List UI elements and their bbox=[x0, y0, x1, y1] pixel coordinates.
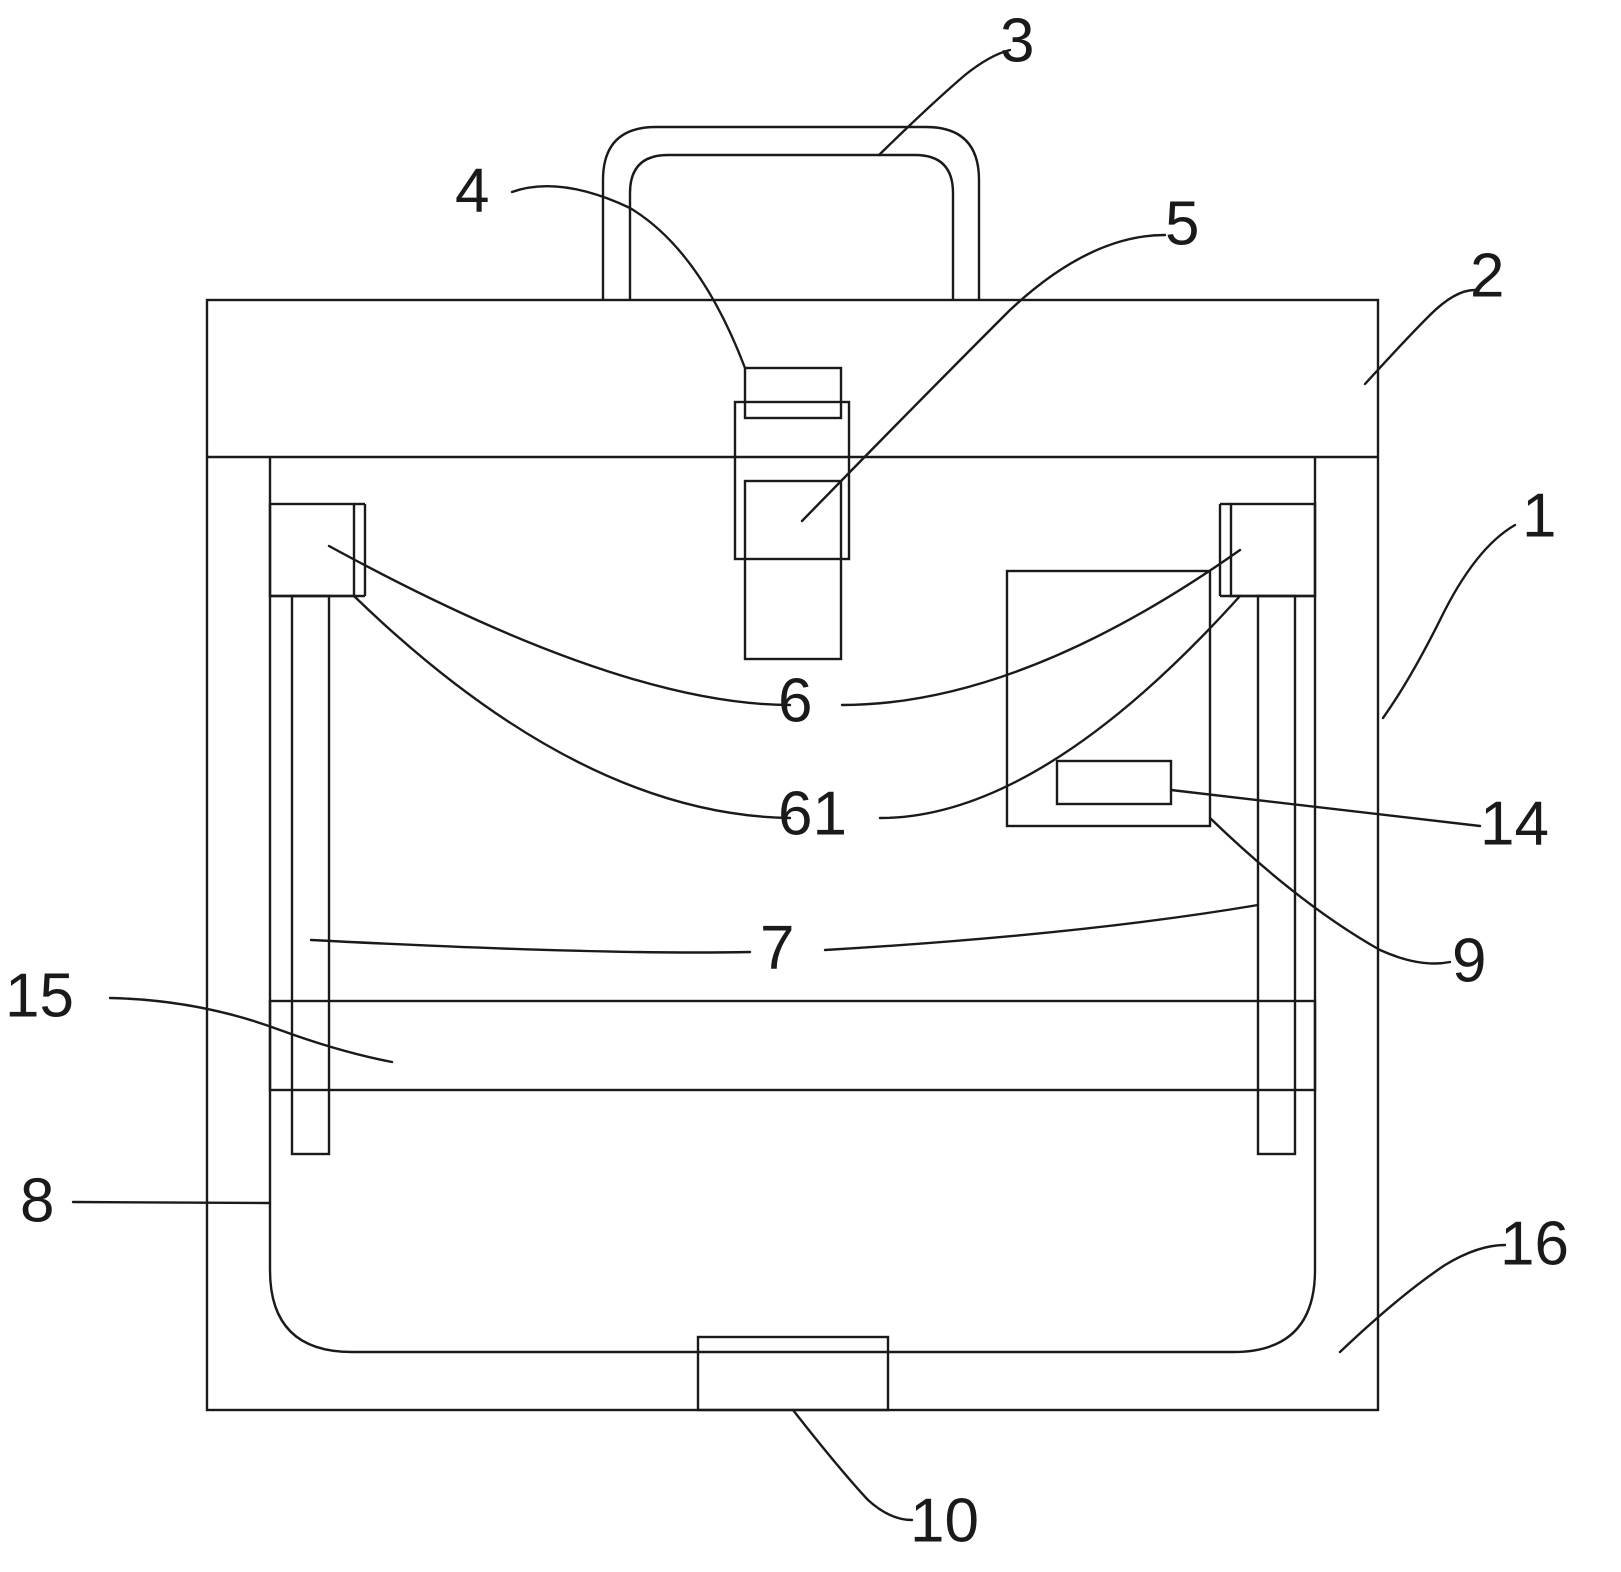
hasp-body bbox=[743, 479, 843, 661]
corner-block-left bbox=[268, 502, 356, 598]
bottom-foot bbox=[696, 1335, 890, 1412]
leader-4 bbox=[510, 185, 747, 370]
leader-1 bbox=[1381, 523, 1517, 720]
label-4: 4 bbox=[455, 156, 489, 225]
handle-inner bbox=[628, 153, 955, 300]
guide-rod-right bbox=[1256, 594, 1297, 1156]
leader-7-left bbox=[309, 938, 752, 954]
label-9: 9 bbox=[1452, 926, 1486, 995]
label-6: 6 bbox=[778, 666, 812, 735]
label-1: 1 bbox=[1522, 481, 1556, 550]
leader-9 bbox=[1208, 816, 1452, 965]
shelf-plate bbox=[268, 999, 1317, 1092]
label-10: 10 bbox=[910, 1486, 979, 1555]
case-body bbox=[205, 298, 1380, 1412]
label-14: 14 bbox=[1480, 789, 1549, 858]
latch-frame bbox=[733, 400, 851, 561]
leader-3 bbox=[877, 48, 1012, 157]
leader-61-right bbox=[878, 594, 1242, 820]
leader-6-right bbox=[840, 548, 1242, 707]
leader-8 bbox=[71, 1200, 272, 1205]
label-16: 16 bbox=[1500, 1209, 1569, 1278]
leader-16 bbox=[1338, 1243, 1507, 1354]
leader-61-left bbox=[352, 594, 792, 820]
side-panel bbox=[1005, 569, 1212, 828]
leader-5 bbox=[800, 233, 1167, 523]
leader-6-left bbox=[327, 544, 792, 707]
corner-block-right bbox=[1229, 502, 1317, 598]
label-5: 5 bbox=[1165, 189, 1199, 258]
label-8: 8 bbox=[20, 1166, 54, 1235]
display-window bbox=[1055, 759, 1173, 806]
label-2: 2 bbox=[1470, 241, 1504, 310]
label-7: 7 bbox=[760, 913, 794, 982]
latch-top bbox=[743, 366, 843, 420]
guide-rod-left bbox=[290, 594, 331, 1156]
leader-2 bbox=[1363, 288, 1477, 386]
inner-container bbox=[268, 457, 1317, 1354]
leader-15 bbox=[108, 996, 394, 1064]
label-15: 15 bbox=[5, 961, 74, 1030]
leader-10 bbox=[791, 1408, 914, 1522]
handle-outer bbox=[601, 125, 981, 300]
label-61: 61 bbox=[778, 779, 847, 848]
leader-14 bbox=[1169, 788, 1482, 828]
label-3: 3 bbox=[1000, 6, 1034, 75]
leader-7-right bbox=[823, 903, 1260, 952]
